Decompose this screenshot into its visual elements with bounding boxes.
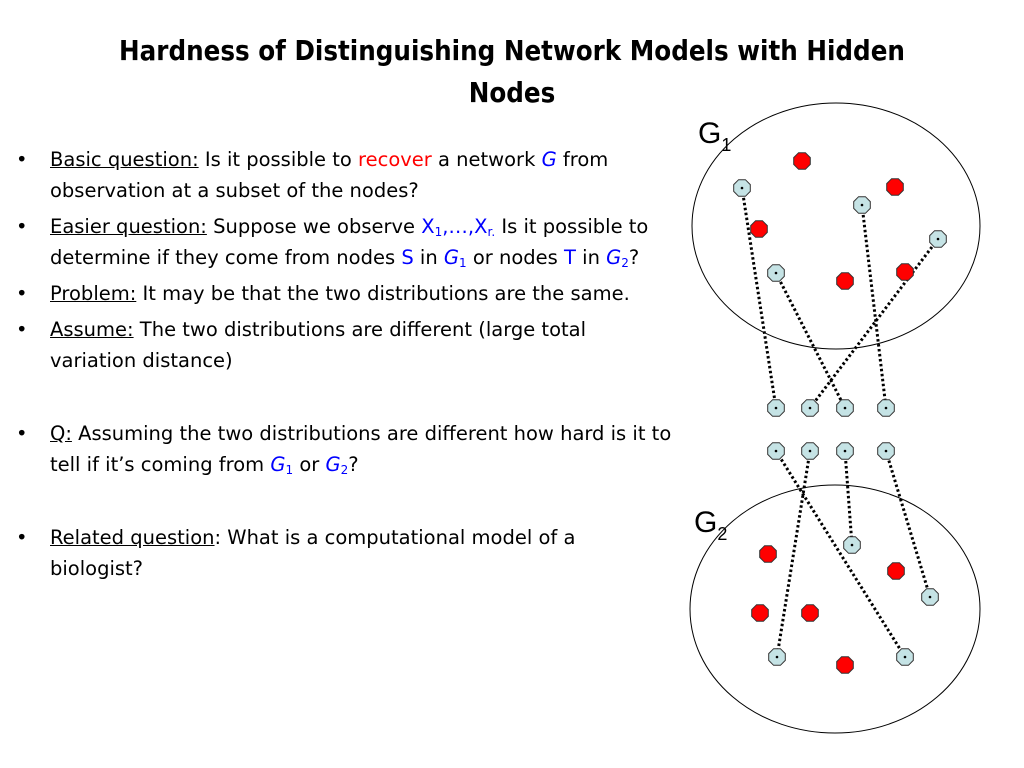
g1-dotted-edge — [774, 272, 847, 409]
bullet-text: 2 — [621, 256, 629, 270]
bullet-dot: • — [16, 148, 28, 171]
bullet-label: Problem: — [50, 282, 137, 305]
g2-hidden-node — [751, 604, 769, 622]
g1-dotted-edge — [860, 204, 888, 409]
slide-title: Hardness of Distinguishing Network Model… — [119, 34, 905, 109]
g2-hidden-node — [801, 604, 819, 622]
bullet-text: G — [270, 453, 286, 476]
bullet-text: ? — [628, 246, 640, 269]
node-anchor-dot — [774, 271, 778, 275]
bullet-text: or — [293, 453, 326, 476]
bullet-problem: • Problem: It may be that the two distrib… — [14, 278, 674, 309]
bullet-list: • Basic question: Is it possible to recov… — [14, 144, 674, 584]
node-anchor-dot — [860, 203, 864, 207]
g2-hidden-node — [836, 656, 854, 674]
node-anchor-dot — [928, 595, 932, 599]
g1-dotted-edge — [740, 187, 778, 409]
node-anchor-dot — [884, 449, 888, 453]
g2-label: G2 — [694, 506, 727, 544]
bullet-dot: • — [16, 422, 28, 445]
bullet-text: It may be that the two distributions are… — [136, 282, 630, 305]
bullet-dot: • — [16, 282, 28, 305]
nodes-layer — [733, 152, 947, 674]
bullet-text: G — [443, 246, 460, 269]
g1-hidden-node — [750, 220, 768, 238]
node-anchor-dot — [884, 406, 888, 410]
bullet-dot: • — [16, 318, 28, 341]
g2-dotted-edge — [843, 450, 854, 546]
bullet-text: 2 — [340, 463, 349, 477]
bullet-text: 1 — [459, 256, 467, 270]
edges-layer — [740, 187, 940, 658]
bullet-label: Basic question: — [50, 148, 199, 171]
bullet-assume: • Assume: The two distributions are diffe… — [14, 314, 674, 376]
bullet-label: Q: — [50, 422, 72, 445]
node-anchor-dot — [936, 237, 940, 241]
node-anchor-dot — [775, 655, 779, 659]
bullet-text: G — [325, 453, 341, 476]
bullet-text: : What is a computational model of a bio… — [50, 526, 576, 580]
bullet-text: ,…,X — [442, 215, 488, 238]
bullet-dot: • — [16, 215, 28, 238]
node-anchor-dot — [740, 186, 744, 190]
bullet-text: 1 — [434, 225, 443, 239]
g2-ellipse — [689, 484, 981, 734]
bullet-text: T — [564, 246, 576, 269]
g2-hidden-node — [759, 545, 777, 563]
g1-label: G1 — [698, 117, 731, 155]
node-anchor-dot — [850, 543, 854, 547]
bullet-dot: • — [16, 526, 28, 549]
bullet-text: a network — [431, 148, 542, 171]
g1-hidden-node — [896, 263, 914, 281]
g2-dotted-edge — [774, 450, 907, 658]
g1-dotted-edge — [808, 238, 940, 409]
bullet-text: in — [575, 246, 607, 269]
bullet-text: G — [606, 246, 622, 269]
bullet-text: Is it possible to — [198, 148, 359, 171]
bullet-q: • Q: Assuming the two distributions are d… — [14, 418, 674, 480]
g2-dotted-edge — [884, 450, 932, 598]
bullet-text: recover — [358, 148, 432, 171]
bullet-label: Easier question: — [50, 215, 207, 238]
node-anchor-dot — [808, 406, 812, 410]
g1-hidden-node — [836, 272, 854, 290]
node-anchor-dot — [808, 449, 812, 453]
bullet-text: from observation at a subset of the node… — [50, 148, 609, 202]
bullet-text: in — [413, 246, 444, 269]
bullet-related-question: • Related question: What is a computation… — [14, 522, 674, 584]
g1-ellipse — [691, 102, 981, 350]
bullet-text: Suppose we observe — [206, 215, 422, 238]
bullet-text: S — [401, 246, 414, 269]
node-anchor-dot — [843, 449, 847, 453]
g2-hidden-node — [887, 562, 905, 580]
g1-hidden-node — [886, 178, 904, 196]
bullet-label: Assume: — [50, 318, 134, 341]
bullet-text: or nodes — [466, 246, 565, 269]
node-anchor-dot — [774, 406, 778, 410]
g2-dotted-edge — [775, 450, 812, 658]
bullet-text: X — [421, 215, 435, 238]
bullet-text: r. — [487, 225, 496, 239]
bullet-text: ? — [348, 453, 359, 476]
bullet-text: G — [541, 148, 557, 171]
node-anchor-dot — [843, 406, 847, 410]
bullet-label: Related question — [50, 526, 215, 549]
bullet-easier-question: •Easier question: Suppose we observe X1,… — [14, 211, 674, 273]
bullet-text: Is it possible to determine if they come… — [50, 215, 649, 269]
node-anchor-dot — [774, 449, 778, 453]
bullet-text: The two distributions are different (lar… — [50, 318, 587, 372]
bullet-text: 1 — [285, 463, 294, 477]
bullet-basic-question: • Basic question: Is it possible to recov… — [14, 144, 674, 206]
g1-hidden-node — [793, 152, 811, 170]
node-anchor-dot — [903, 655, 907, 659]
bullet-text: Assuming the two distributions are diffe… — [50, 422, 672, 476]
